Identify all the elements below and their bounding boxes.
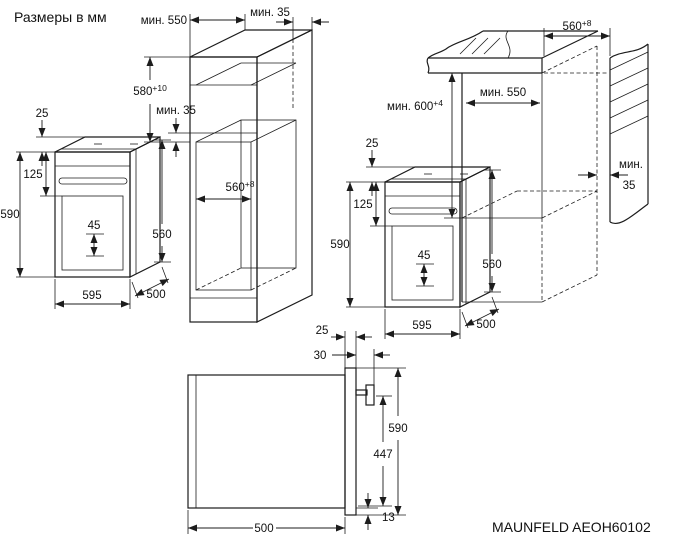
dim-label-niche-height: мин. 600+4	[387, 98, 443, 113]
page-title: Размеры в мм	[14, 9, 107, 25]
dim-label-upper-niche-height: 580+10	[133, 83, 167, 98]
dim-label-oven-door-detail: 45	[418, 250, 431, 262]
dim-label-door-thickness: 25	[316, 325, 329, 337]
dim-label-side-depth: 500	[254, 523, 273, 535]
dim-label-oven-door-detail: 45	[88, 220, 101, 232]
oven-graphic	[54, 136, 161, 278]
oven-dimension-lines	[346, 150, 501, 339]
dim-label-oven-front-top: 125	[23, 169, 42, 181]
dim-label-oven-depth: 500	[476, 319, 495, 331]
dim-label-rear-gap-line2: 35	[623, 180, 636, 192]
dim-label-oven-top-inset: 25	[366, 138, 379, 150]
countertop	[426, 30, 599, 74]
dim-label-oven-height: 590	[0, 209, 19, 221]
base-cabinet-diagram: мин. 600+4 мин. 550 560+8 мин. 35 25 125…	[330, 18, 649, 339]
oven-graphic	[384, 166, 491, 308]
dim-label-oven-width: 595	[82, 290, 101, 302]
model-label: MAUNFELD AEOH60102	[492, 519, 651, 535]
dim-label-cabinet-depth: мин. 550	[141, 15, 187, 27]
dim-label-oven-front-top: 125	[353, 199, 372, 211]
dim-label-oven-chassis-height: 560	[482, 259, 501, 271]
side-view-outline	[187, 367, 375, 516]
tall-cabinet-outline	[189, 29, 313, 323]
dim-label-top-gap: мин. 35	[250, 7, 290, 19]
dim-label-inner-height: 447	[373, 449, 392, 461]
oven-dimension-lines	[16, 120, 171, 309]
dim-label-side-height: 590	[388, 423, 407, 435]
dim-label-niche-width-top: 560+8	[563, 18, 592, 33]
dim-label-oven-depth: 500	[146, 289, 165, 301]
tall-cabinet-diagram: мин. 550 мин. 35 580+10 мин. 35 560+8 25…	[0, 7, 329, 323]
base-cabinet-oven: 25 125 590 45 560 595 500	[330, 138, 502, 339]
tall-cabinet-oven: 25 125 590 45 560 595 500	[0, 108, 172, 309]
dim-label-niche-depth: мин. 550	[480, 87, 526, 99]
dim-label-shelf-gap: мин. 35	[156, 105, 196, 117]
dim-label-bottom-gap: 13	[382, 512, 395, 524]
dim-label-oven-width: 595	[412, 320, 431, 332]
base-cabinet-niche	[461, 45, 608, 303]
side-view-diagram: 25 30 590 447 13 500	[187, 325, 408, 535]
dim-label-handle-depth: 30	[314, 350, 327, 362]
dim-label-niche-width: 560+8	[226, 179, 255, 194]
tall-cabinet-dimensions: мин. 550 мин. 35 580+10 мин. 35 560+8	[133, 7, 329, 203]
dim-label-oven-height: 590	[330, 239, 349, 251]
rear-wall-panel	[609, 43, 649, 224]
dim-label-oven-chassis-height: 560	[152, 229, 171, 241]
dim-label-oven-top-inset: 25	[36, 108, 49, 120]
dim-label-rear-gap-line1: мин.	[619, 159, 643, 171]
base-cabinet-dimensions: мин. 600+4 мин. 550 560+8 мин. 35	[387, 18, 643, 219]
side-view-dimensions: 25 30 590 447 13 500	[187, 325, 408, 535]
